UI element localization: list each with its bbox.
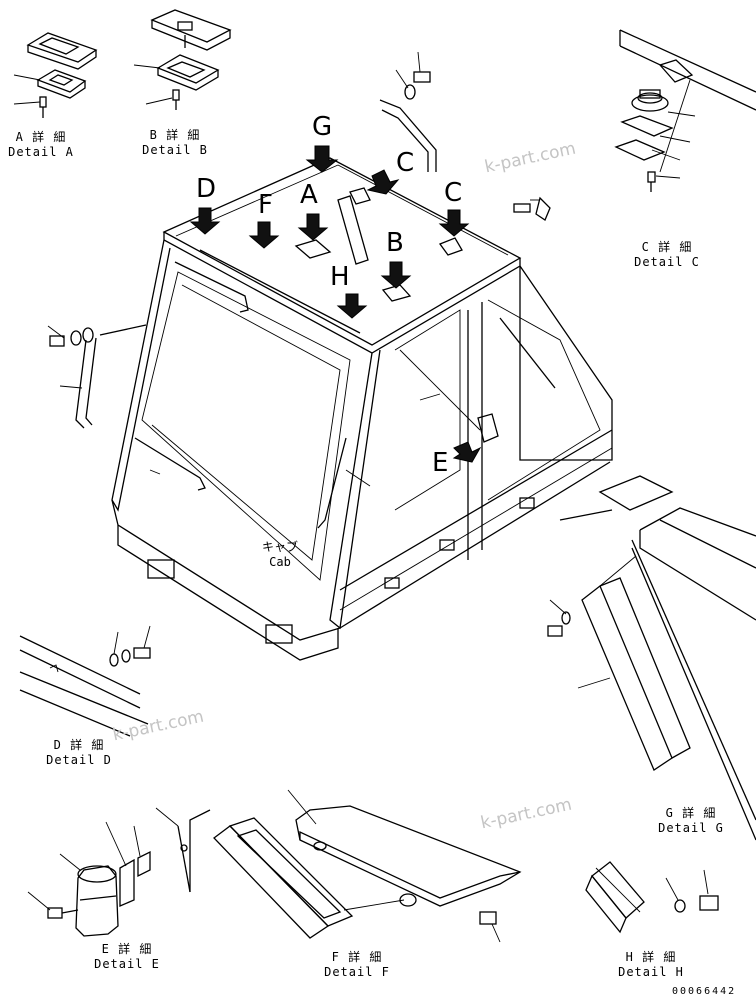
detail-h-drawing [585,861,719,934]
callout-e: E [432,448,449,478]
callout-b: B [386,228,404,258]
cab-drawing [47,51,613,661]
callout-a: A [300,180,318,210]
detail-d-drawing [19,625,151,737]
detail-a-drawing [13,32,98,118]
callout-g: G [312,112,333,142]
callout-d: D [196,174,217,204]
detail-g-drawing [547,475,756,841]
detail-b-drawing [133,9,232,110]
callout-c-roof: C [396,148,415,178]
callout-h: H [330,262,350,292]
detail-f-drawing [213,789,522,943]
callout-c-right: C [444,178,463,208]
detail-e-drawing [27,807,211,937]
callout-arrows [189,145,482,463]
part-number: 00066442 [672,986,737,997]
callout-f: F [258,190,273,220]
detail-c-drawing [614,29,756,192]
